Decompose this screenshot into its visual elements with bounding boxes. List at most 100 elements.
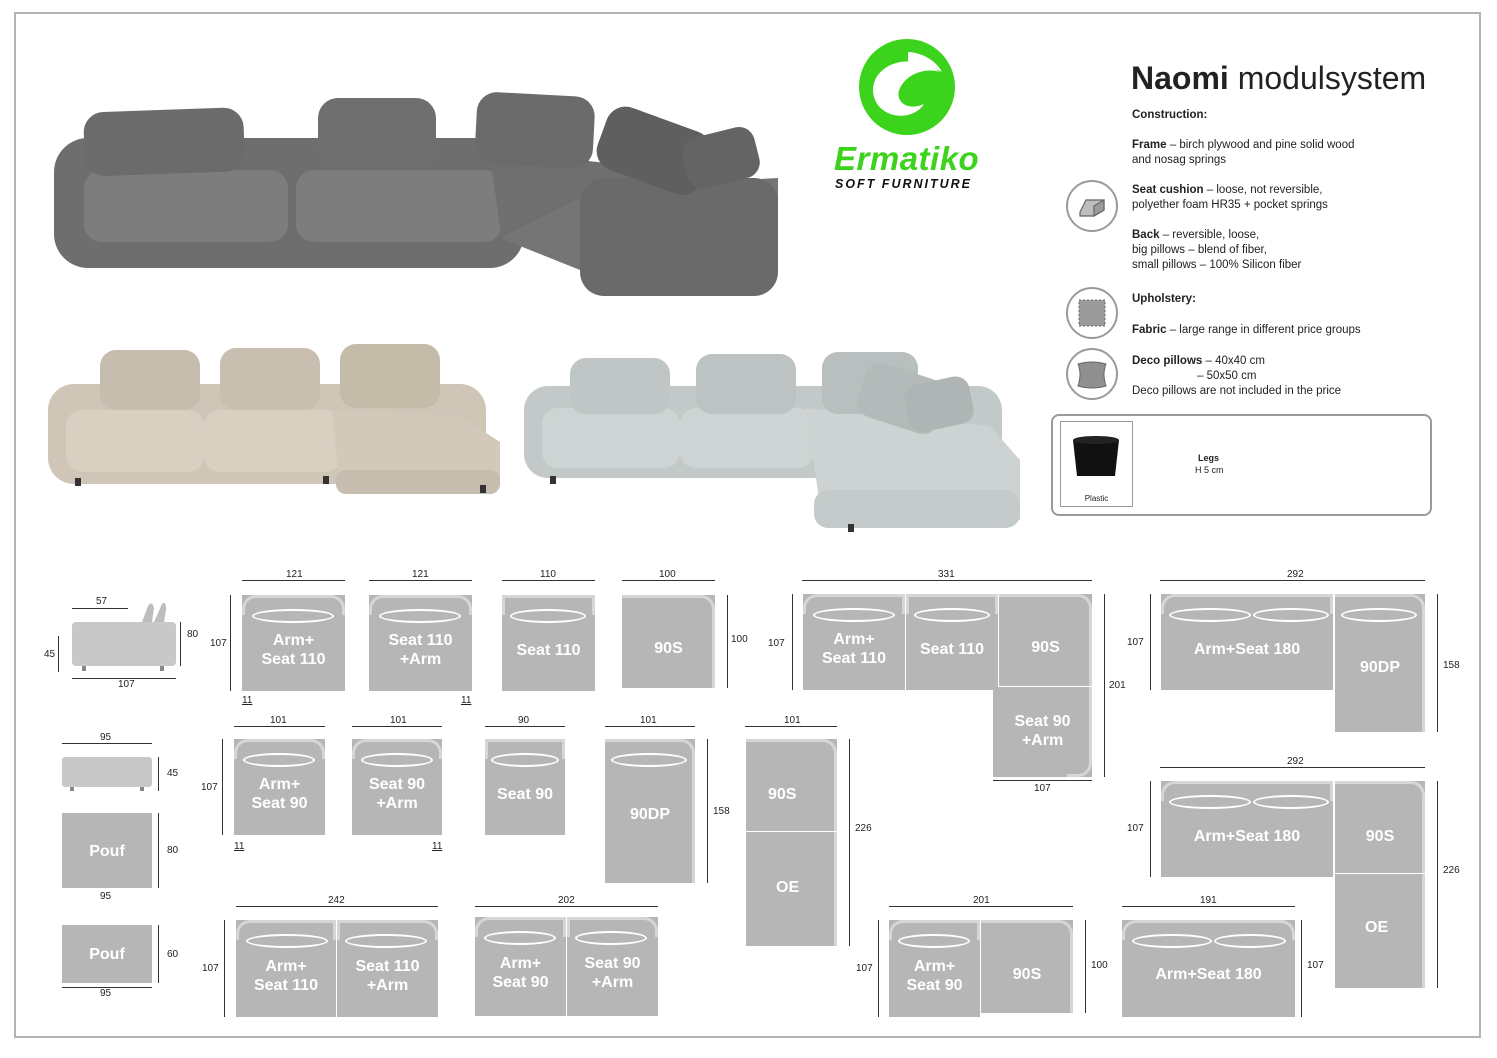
dim-line	[707, 739, 708, 883]
dim-label: 95	[100, 732, 112, 743]
dim-line	[230, 595, 231, 691]
dim-line	[224, 920, 225, 1017]
dim-label: 101	[640, 715, 657, 726]
module-90s: 90S	[1335, 781, 1425, 873]
dim-line	[1437, 594, 1438, 732]
module-arm-seat-180: Arm+Seat 180	[1161, 781, 1333, 877]
brand-name: Ermatiko	[834, 140, 980, 177]
dim-line	[1104, 594, 1105, 777]
legs-box	[1051, 414, 1432, 516]
dim-label: 11	[242, 695, 253, 706]
dim-label: 292	[1287, 756, 1304, 767]
dim-label: 331	[938, 569, 955, 580]
legs-title: Legs	[1198, 453, 1220, 463]
dim-label: 45	[44, 649, 56, 660]
photo-grey-corner-sofa	[40, 28, 802, 320]
dim-line	[242, 580, 345, 581]
side-profile-view	[72, 602, 176, 671]
pouf-leg	[70, 787, 74, 791]
module-arm-seat-180: Arm+Seat 180	[1161, 594, 1333, 690]
dim-label: 101	[270, 715, 287, 726]
dim-line	[62, 987, 152, 988]
dim-line	[475, 906, 658, 907]
dim-line	[802, 580, 1092, 581]
dim-line	[605, 726, 695, 727]
dim-label: 95	[100, 891, 112, 902]
dim-line	[236, 906, 438, 907]
dim-label: 45	[167, 768, 179, 779]
dim-label: 95	[100, 988, 112, 999]
ermatiko-logo-icon	[859, 39, 955, 135]
module-90s: 90S	[981, 920, 1073, 1013]
dim-line	[1160, 580, 1425, 581]
dim-label: 107	[210, 638, 227, 649]
dim-label: 11	[432, 841, 443, 852]
module-arm-seat-90: Arm+ Seat 90	[475, 917, 566, 1016]
leg-image: Plastic	[1060, 421, 1133, 507]
brand-tagline: SOFT FURNITURE	[835, 177, 973, 191]
dim-line	[158, 925, 159, 983]
dim-line	[1150, 594, 1151, 690]
dim-label: 90	[518, 715, 530, 726]
fabric-swatch-icon	[1066, 287, 1118, 339]
module-90s: 90S	[746, 739, 837, 831]
module-pouf-95x80: Pouf	[62, 813, 152, 888]
dim-label: 158	[713, 806, 730, 817]
back-spec: Back – reversible, loose,big pillows – b…	[1132, 229, 1302, 271]
dim-label: 202	[558, 895, 575, 906]
dim-line	[878, 920, 879, 1017]
dim-line	[72, 678, 176, 679]
module-seat-90-arm: Seat 90 +Arm	[352, 739, 442, 835]
dim-label: 107	[856, 963, 873, 974]
dim-line	[62, 743, 152, 744]
dim-line	[622, 580, 715, 581]
dim-line	[180, 622, 181, 666]
deco-pillow-icon	[1066, 348, 1118, 400]
dim-label: 121	[412, 569, 429, 580]
dim-label: 107	[202, 963, 219, 974]
pouf-side-view	[62, 757, 152, 787]
dim-label: 11	[461, 695, 472, 706]
legs-height: H 5 cm	[1195, 465, 1224, 475]
module-90s: 90S	[999, 594, 1092, 686]
module-seat-110-arm: Seat 110 +Arm	[337, 920, 438, 1017]
dim-label: 101	[784, 715, 801, 726]
dim-label: 201	[973, 895, 990, 906]
dim-line	[352, 726, 442, 727]
dim-line	[849, 739, 850, 946]
dim-label: 107	[1127, 823, 1144, 834]
dim-line	[485, 726, 565, 727]
dim-line	[58, 636, 59, 672]
dim-label: 226	[855, 823, 872, 834]
dim-line	[1437, 781, 1438, 988]
dim-label: 107	[768, 638, 785, 649]
product-title: Naomi modulsystem	[1131, 60, 1426, 97]
plastic-leg-icon	[1073, 436, 1119, 476]
lightgrey-sofa-illustration	[524, 352, 1020, 532]
module-seat-90-arm: Seat 90 +Arm	[993, 687, 1092, 777]
dim-line	[502, 580, 595, 581]
dim-label: 158	[1443, 660, 1460, 671]
dim-line	[158, 813, 159, 888]
dim-label: 11	[234, 841, 245, 852]
dim-label: 57	[96, 596, 108, 607]
dim-line	[234, 726, 325, 727]
dim-label: 100	[1091, 960, 1108, 971]
grey-sofa-illustration	[54, 92, 778, 296]
dim-label: 242	[328, 895, 345, 906]
beige-sofa-illustration	[48, 344, 500, 494]
photo-lightgrey-corner-sofa	[520, 340, 1044, 546]
module-90s: 90S	[622, 595, 715, 688]
dim-line	[1122, 906, 1295, 907]
dim-line	[1301, 920, 1302, 1017]
dim-label: 107	[1307, 960, 1324, 971]
module-90dp: 90DP	[1335, 594, 1425, 732]
module-pouf-95x60: Pouf	[62, 925, 152, 983]
photo-beige-chaise-sofa	[40, 330, 510, 546]
fabric-spec: Fabric – large range in different price …	[1132, 324, 1361, 336]
dim-label: 121	[286, 569, 303, 580]
dim-label: 292	[1287, 569, 1304, 580]
dim-label: 100	[659, 569, 676, 580]
module-arm-seat-180: Arm+Seat 180	[1122, 920, 1295, 1017]
